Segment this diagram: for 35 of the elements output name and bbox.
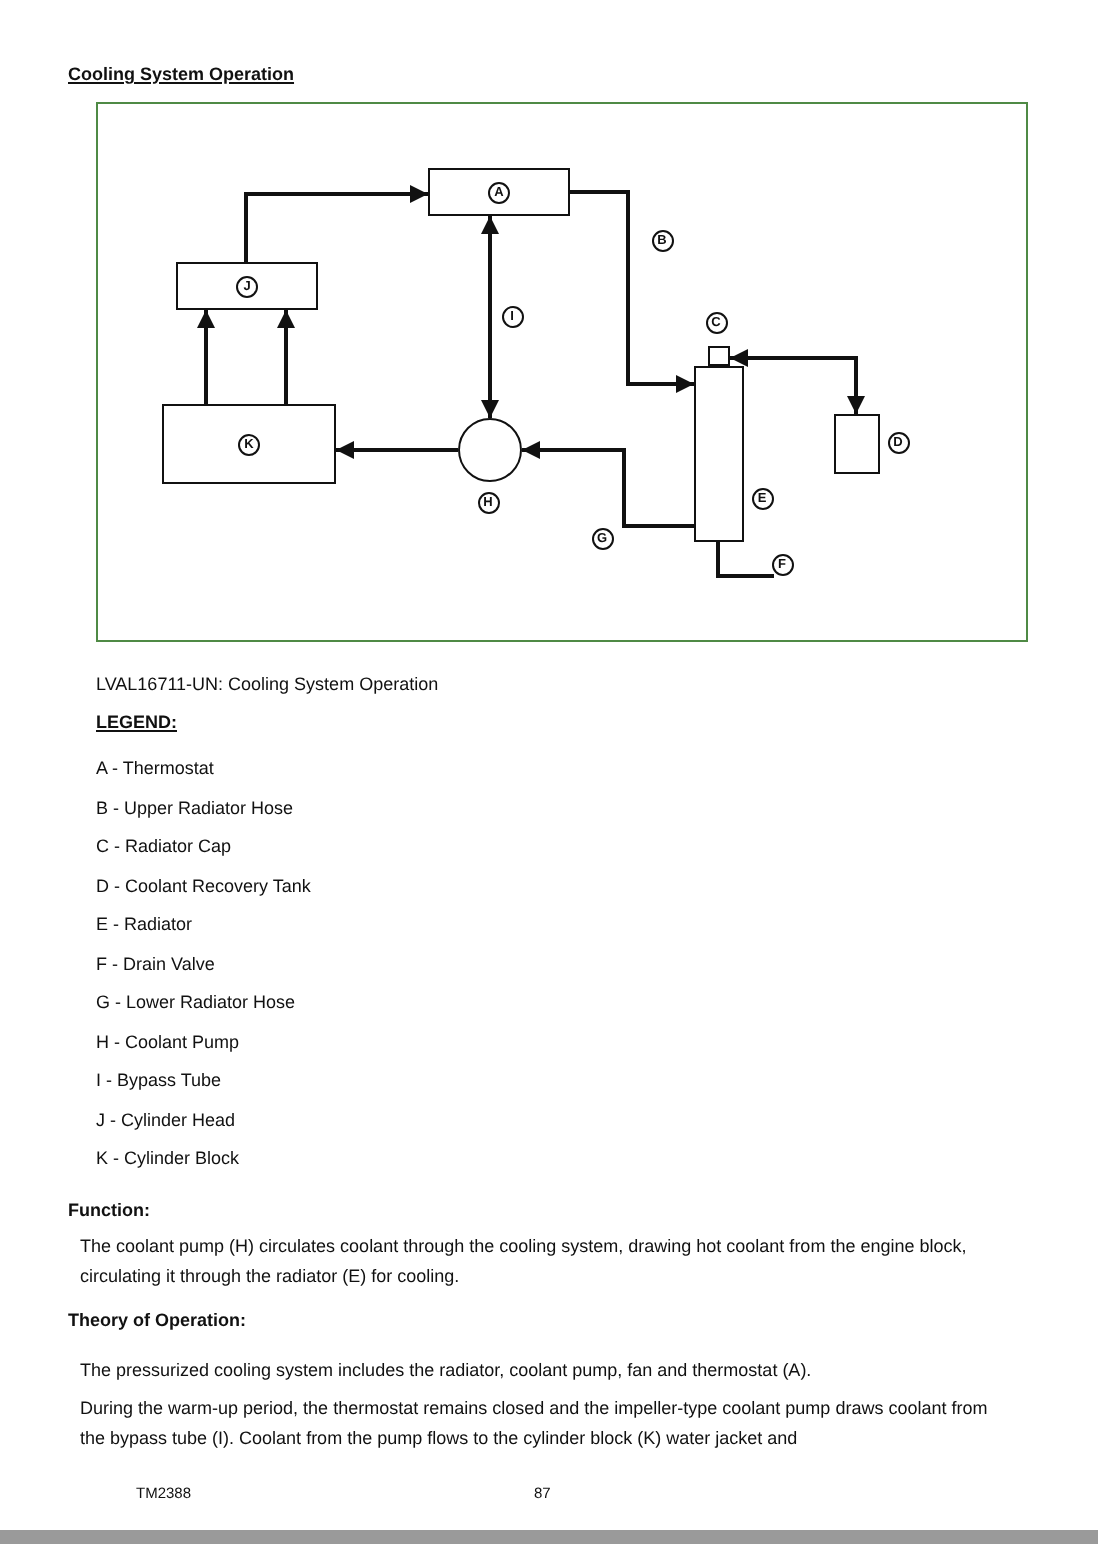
- section-heading: Function:: [68, 1198, 150, 1222]
- figure-caption: LVAL16711-UN: Cooling System Operation: [96, 672, 439, 696]
- flow-arrow: [480, 215, 498, 417]
- body-paragraph: The coolant pump (H) circulates coolant through the cooling system, drawing hot coolant from the engine block, circulating it through the radiator (E) for cooling.: [80, 1234, 969, 1290]
- legend-heading: LEGEND:: [96, 710, 177, 734]
- flow-arrow: [276, 309, 294, 403]
- legend-entry: H - Coolant Pump: [96, 1029, 240, 1053]
- legend-entry: B - Upper Radiator Hose: [96, 795, 294, 819]
- thermostat-box: [427, 167, 569, 215]
- flow-arrow: [569, 189, 693, 392]
- cylinder-head-box: [175, 261, 317, 309]
- body-paragraph: The pressurized cooling system includes the radiator, coolant pump, fan and thermostat (A).: [80, 1358, 812, 1382]
- page-title: Cooling System Operation: [68, 62, 295, 86]
- legend-entry: K - Cylinder Block: [96, 1146, 240, 1170]
- legend-entry: A - Thermostat: [96, 756, 214, 780]
- section-heading: Theory of Operation:: [68, 1308, 247, 1332]
- flow-arrow: [243, 184, 427, 261]
- cylinder-block-box: [161, 403, 335, 483]
- flow-arrow: [196, 309, 214, 403]
- body-paragraph: During the warm-up period, the thermostat remains closed and the impeller-type coolant pump draws coolant from the bypass tube (I). Coolant from the pump flows to the cylinder block (K) water jacket and: [80, 1396, 990, 1452]
- flow-arrow: [729, 348, 864, 413]
- flow-arrow: [715, 541, 773, 577]
- recovery-tank-box: [833, 413, 879, 473]
- legend-entry: I - Bypass Tube: [96, 1068, 222, 1092]
- legend-entry: J - Cylinder Head: [96, 1107, 236, 1131]
- flow-arrow: [521, 440, 693, 527]
- legend-entry: C - Radiator Cap: [96, 834, 232, 858]
- radiator-box: [693, 365, 743, 541]
- pump-circle: [457, 417, 521, 481]
- legend-entry: G - Lower Radiator Hose: [96, 990, 296, 1014]
- radiator-cap-box: [707, 345, 729, 365]
- legend-entry: F - Drain Valve: [96, 951, 215, 975]
- legend-entry: D - Coolant Recovery Tank: [96, 873, 311, 897]
- legend-entry: E - Radiator: [96, 912, 193, 936]
- flow-arrow: [335, 440, 457, 458]
